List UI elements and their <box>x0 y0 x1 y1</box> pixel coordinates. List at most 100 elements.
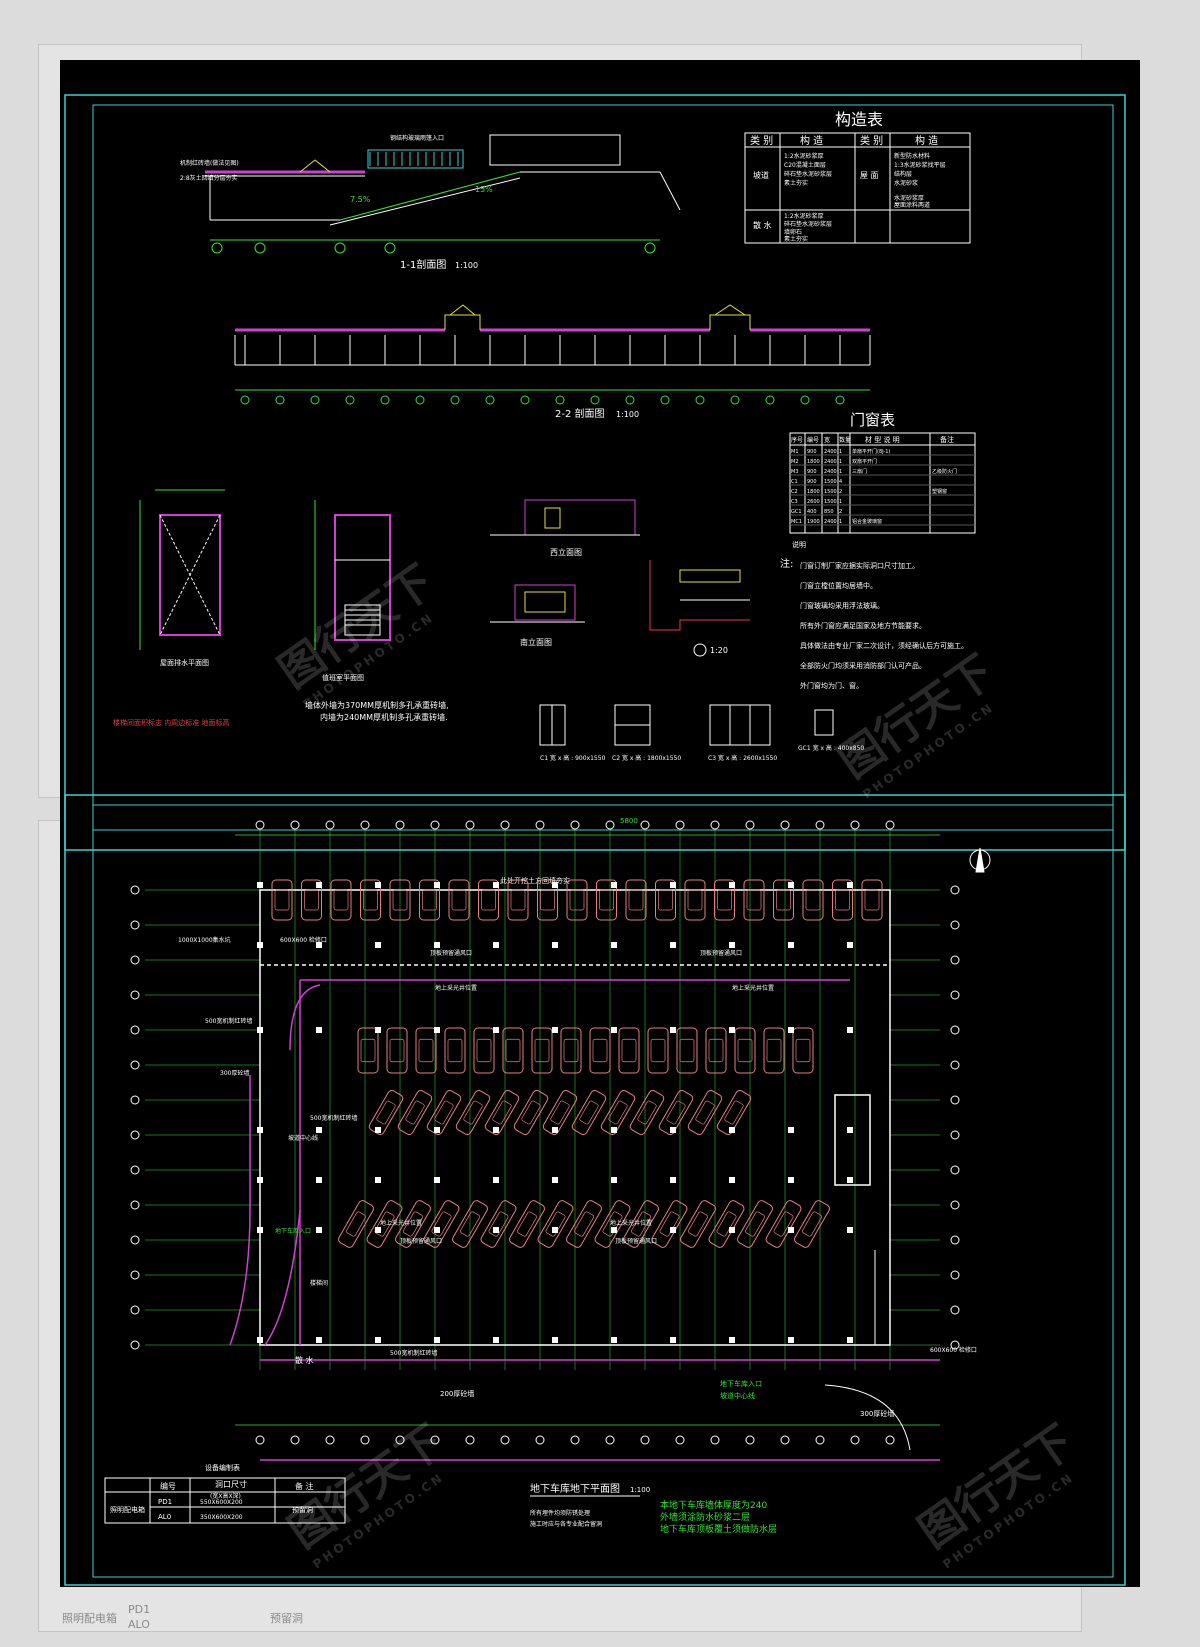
car-body <box>560 1027 582 1074</box>
wall500-label: 500宽机制红砖墙 <box>390 1349 437 1357</box>
entry-label: 地下车库入口 <box>275 1227 311 1235</box>
car <box>658 1089 694 1136</box>
white-note-2: 施工时应与各专业配合留洞 <box>530 1520 602 1528</box>
car-cabin <box>403 1211 423 1237</box>
car-body <box>366 1200 403 1248</box>
equip-r1-size: 350X600X200 <box>200 1514 243 1521</box>
axis-bubble-right <box>950 1200 960 1210</box>
car <box>455 1089 491 1136</box>
west-elev-title: 西立面图 <box>550 547 582 557</box>
axis-bubble-bottom <box>745 1435 755 1445</box>
svg-text:15%: 15% <box>475 185 493 194</box>
column-dot <box>316 1337 322 1343</box>
car-cabin <box>621 1038 637 1063</box>
car-cabin <box>563 1038 579 1063</box>
car-cabin <box>363 889 378 911</box>
car <box>473 1027 495 1074</box>
red-note: 楼梯间面积标志 内周边标准 地面标高 <box>113 718 229 727</box>
guard-plan <box>139 489 225 650</box>
car-body <box>714 879 735 921</box>
vent-label-4: 地上采光井位置 <box>610 1219 652 1227</box>
car-cabin <box>550 1100 570 1125</box>
column-dot <box>257 1177 263 1183</box>
car <box>301 879 322 921</box>
door-row-cell: GC1 <box>791 509 802 515</box>
notes-list: 门窗订制厂家应据实际洞口尺寸加工。 门窗立樘位置均居墙中。 门窗玻璃均采用浮法玻… <box>800 561 968 690</box>
column-dot <box>316 882 322 888</box>
car <box>716 1089 752 1136</box>
ct-r1-e1: 屋面涂料两道 <box>894 201 930 209</box>
column-dot <box>434 1177 440 1183</box>
car-cabin <box>521 1100 541 1125</box>
car <box>625 879 647 921</box>
car <box>802 879 824 921</box>
column-dot <box>611 1127 617 1133</box>
car <box>773 879 794 921</box>
car <box>423 1200 460 1248</box>
sheet2-scale: 1:100 <box>630 1486 650 1494</box>
door-row-cell: 4 <box>839 479 842 485</box>
car-body <box>737 1200 773 1248</box>
dt-h3: 数量 <box>839 436 851 444</box>
axis-bubble-right <box>950 1095 960 1105</box>
car-cabin <box>488 1211 509 1237</box>
car-cabin <box>579 1100 599 1125</box>
car-cabin <box>447 1038 463 1063</box>
car <box>589 1027 611 1074</box>
car-body <box>832 879 853 921</box>
car <box>271 879 293 921</box>
car-cabin <box>534 1038 550 1063</box>
car-cabin <box>659 1211 680 1237</box>
axis-bubble-left <box>130 1340 140 1350</box>
dt-h1: 编号 <box>807 436 819 444</box>
door-row-cell: M3 <box>791 469 799 475</box>
column-dot <box>788 1227 794 1233</box>
axis-bubble <box>240 395 250 405</box>
column-dot <box>434 942 440 948</box>
car-cabin <box>599 889 614 911</box>
north-arrow-icon <box>969 847 991 873</box>
door-row-cell: 2600 <box>807 499 820 505</box>
car <box>763 1027 785 1074</box>
column-dot <box>611 882 617 888</box>
column-dot <box>611 1177 617 1183</box>
car <box>596 879 617 921</box>
car <box>655 879 676 921</box>
door-row-cell: 1800 <box>807 489 820 495</box>
dt-h0: 序号 <box>791 436 803 444</box>
structure-columns <box>257 882 853 1343</box>
car-cabin <box>805 889 821 911</box>
svg-text:机制红砖墙(做法见图): 机制红砖墙(做法见图) <box>180 159 239 167</box>
column-dot <box>729 1177 735 1183</box>
car-cabin <box>679 1038 695 1063</box>
green-note-3: 地下车库顶板覆土须做防水层 <box>660 1523 777 1535</box>
axis-bubble-left <box>130 1130 140 1140</box>
car-cabin <box>510 889 526 911</box>
car <box>647 1027 669 1074</box>
car-body <box>655 879 676 921</box>
car <box>415 1027 437 1074</box>
axis-bubble-bottom <box>850 1435 860 1445</box>
axis-bubble-top <box>325 820 335 830</box>
car <box>676 1027 698 1074</box>
column-dot <box>257 942 263 948</box>
top-dimension: 5800 <box>620 817 638 825</box>
car-body <box>386 1027 408 1074</box>
car-cabin <box>628 889 644 911</box>
sheet2-inner-frame <box>92 804 1114 1578</box>
win-label-c1: C1 宽 x 高 : 900x1550 <box>540 754 606 762</box>
door-row-cell: 900 <box>807 469 817 475</box>
car-body <box>513 1089 549 1136</box>
axis-bubble-bottom <box>430 1435 440 1445</box>
car <box>734 1027 756 1074</box>
ct-r1-e0: 水泥砂浆厚 <box>894 194 924 202</box>
white-note-1: 所有埋件均须防锈处理 <box>530 1509 590 1517</box>
equip-r0-size: 550X600X200 <box>200 1499 243 1506</box>
ct-r1-cat: 散 水 <box>753 220 772 230</box>
note-item: 门窗立樘位置均居墙中。 <box>800 581 877 590</box>
car-body <box>794 1200 830 1248</box>
column-dot <box>257 1337 263 1343</box>
car-body <box>596 879 617 921</box>
car <box>478 879 499 921</box>
